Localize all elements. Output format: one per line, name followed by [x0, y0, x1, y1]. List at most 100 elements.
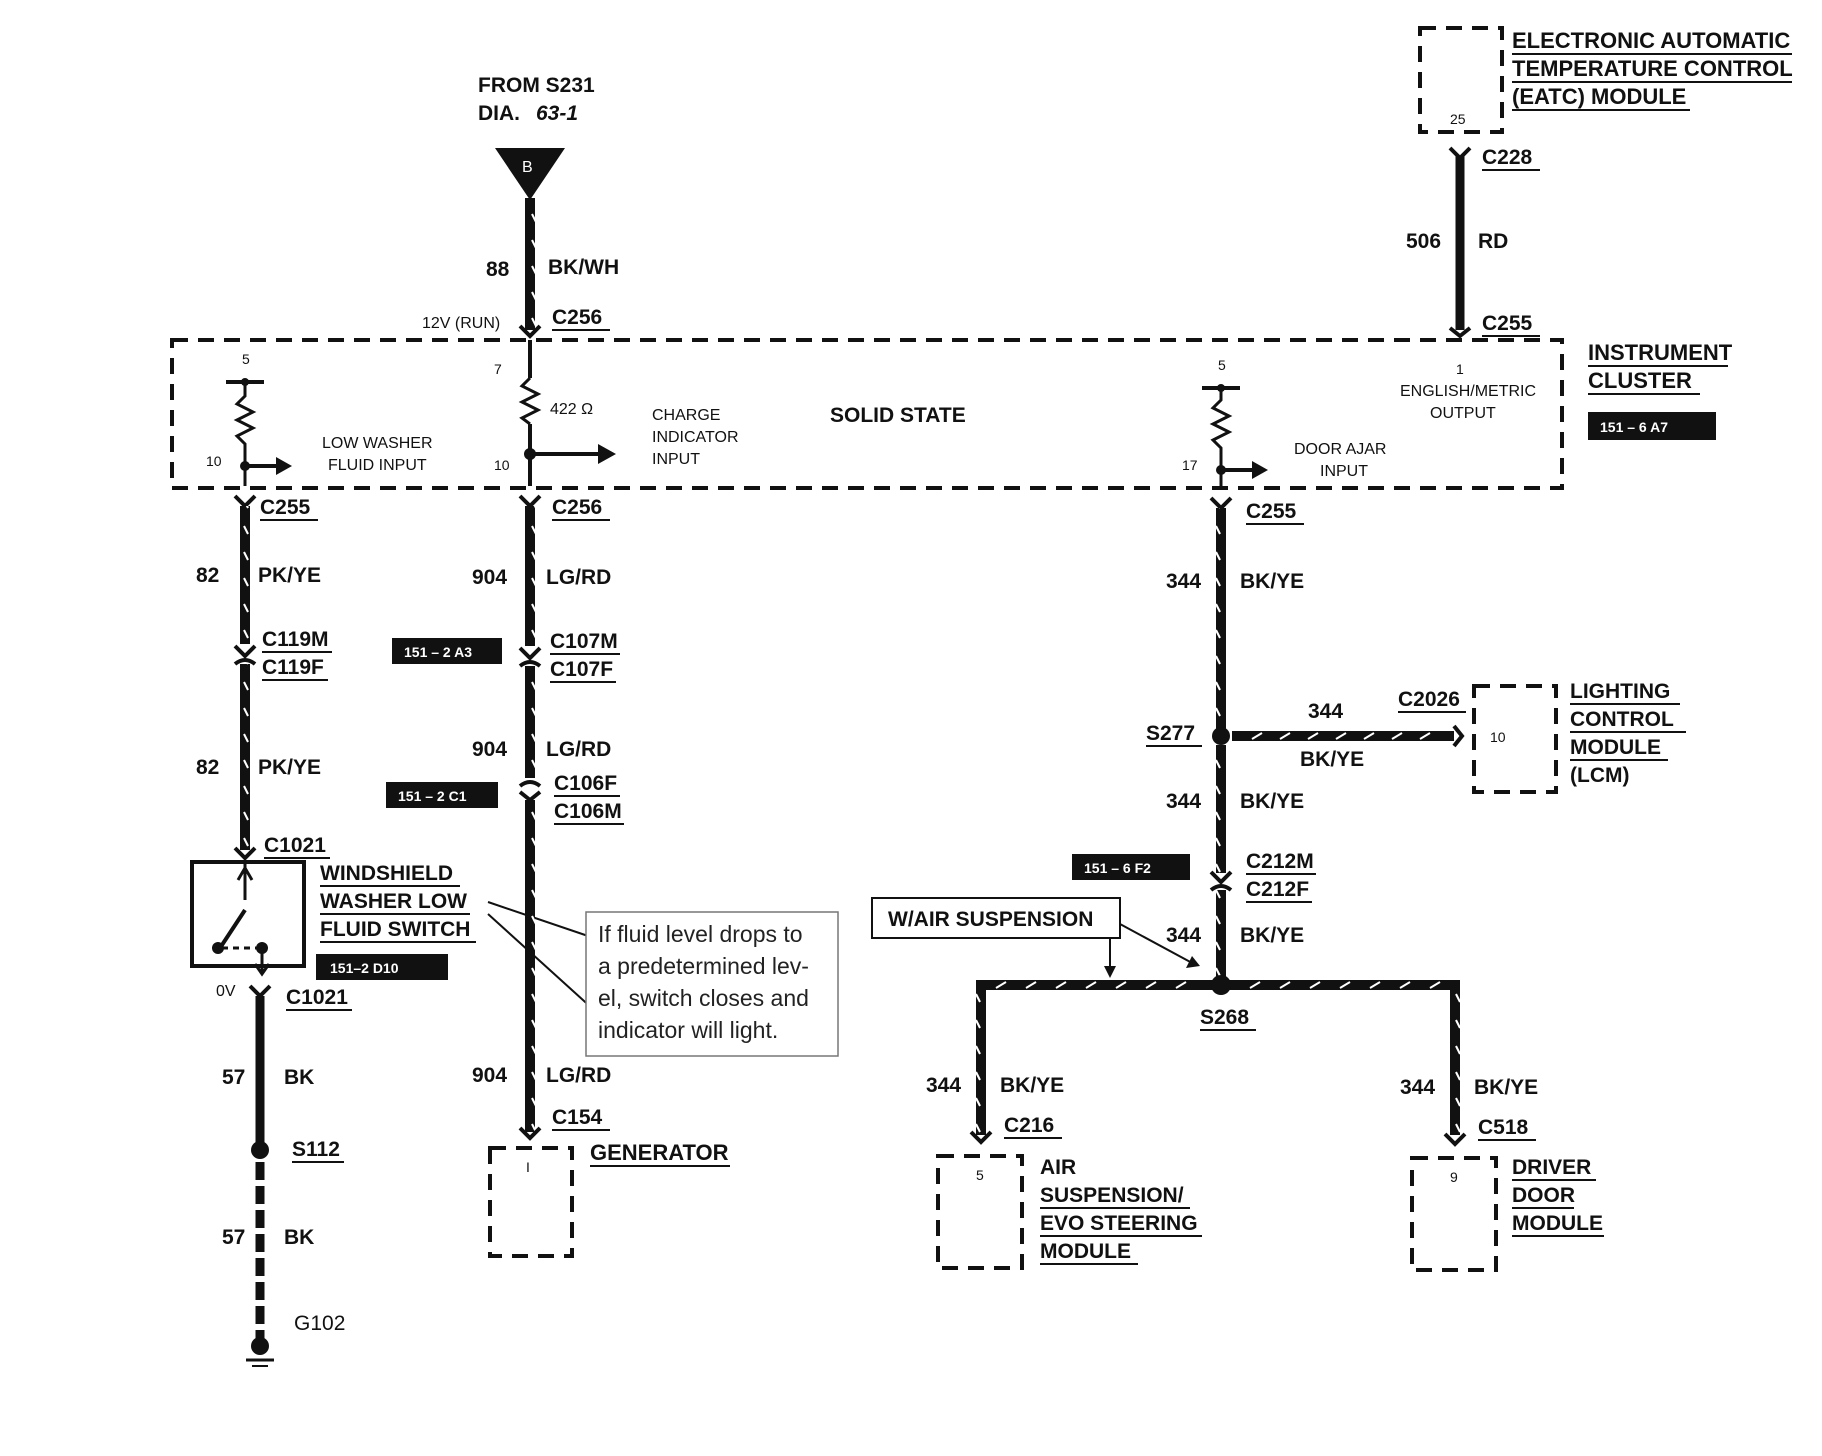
washer-resistor-symbol: [233, 382, 257, 486]
switch-title-2: WASHER LOW: [320, 890, 467, 913]
splice-s277: [1212, 727, 1230, 745]
eatc-module-box: [1418, 26, 1504, 134]
ddm-title-3: MODULE: [1512, 1212, 1603, 1235]
charge-pin-bottom: 10: [494, 457, 510, 473]
note-line-3: el, switch closes and: [598, 985, 809, 1011]
resistor-symbol: [518, 376, 542, 426]
resistor-value: 422 Ω: [550, 401, 593, 418]
solid-state-label: SOLID STATE: [830, 404, 966, 427]
door-wire-3: [1216, 890, 1226, 980]
source-title: FROM S231: [478, 74, 595, 97]
instrument-cluster-box: [170, 338, 1564, 490]
door-color-3: BK/YE: [1240, 924, 1304, 947]
lcm-pin: 10: [1490, 729, 1506, 745]
cluster-ref: 151 – 6 A7: [1600, 419, 1668, 435]
washer-inline-m: C119M: [262, 628, 329, 651]
door-color-2: BK/YE: [1240, 790, 1304, 813]
switch-title-3: FLUID SWITCH: [320, 918, 470, 941]
eatc-color: RD: [1478, 230, 1508, 253]
eatc-title-3: (EATC) MODULE: [1512, 84, 1686, 109]
ground-symbol: [251, 1337, 269, 1355]
charge-wire-1: [525, 506, 535, 646]
feed-circuit: 88: [486, 258, 510, 281]
lcm-title-3: MODULE: [1570, 736, 1661, 759]
charge-pin-top: 7: [494, 361, 502, 377]
ddm-title-2: DOOR: [1512, 1184, 1575, 1207]
charge-label-2: INDICATOR: [652, 429, 739, 446]
washer-label-1: LOW WASHER: [322, 435, 433, 452]
lcm-connector: C2026: [1398, 688, 1460, 711]
door-connector-c255: C255: [1246, 500, 1297, 523]
note-line-1: If fluid level drops to: [598, 921, 803, 947]
charge-circuit-2: 904: [472, 738, 507, 761]
charge-circuit-3: 904: [472, 1064, 507, 1087]
note-box: [585, 911, 839, 1057]
voltage-label: 12V (RUN): [422, 315, 500, 332]
washer-wire-2: [240, 664, 250, 850]
door-label-1: DOOR AJAR: [1294, 441, 1386, 458]
cluster-title: INSTRUMENT: [1588, 340, 1733, 365]
door-circuit-2: 344: [1166, 790, 1201, 813]
air-color: BK/YE: [1000, 1074, 1064, 1097]
switch-arm: [218, 908, 247, 950]
air-pin: 5: [976, 1167, 984, 1183]
lcm-title-4: (LCM): [1570, 764, 1629, 787]
lcm-circuit: 344: [1308, 700, 1343, 723]
cluster-ref-box: [1588, 412, 1716, 440]
source-dia: DIA.: [478, 102, 520, 125]
switch-connector-top: C1021: [264, 834, 326, 857]
splice-s112: [251, 1141, 269, 1159]
ground-circuit-2: 57: [222, 1226, 245, 1249]
eatc-cluster-connector: C255: [1482, 312, 1533, 335]
feed-wire: [525, 198, 535, 330]
source-letter: B: [522, 159, 533, 176]
switch-ref-box: [316, 954, 448, 980]
charge-color-2: LG/RD: [546, 738, 611, 761]
washer-color-2: PK/YE: [258, 756, 321, 779]
charge-color-1: LG/RD: [546, 566, 611, 589]
generator-label: GENERATOR: [590, 1140, 729, 1165]
washer-label-2: FLUID INPUT: [328, 457, 427, 474]
english-metric-pin: 1: [1456, 361, 1464, 377]
charge-inline2-f: C106F: [554, 772, 617, 795]
ddm-connector: C518: [1478, 1116, 1529, 1139]
cluster-title-2: CLUSTER: [1588, 368, 1692, 393]
splice-s277-label: S277: [1146, 722, 1195, 745]
switch-title-1: WINDSHIELD: [320, 862, 453, 885]
english-metric-label-2: OUTPUT: [1430, 405, 1496, 422]
ddm-pin: 9: [1450, 1169, 1458, 1185]
charge-circuit-1: 904: [472, 566, 507, 589]
option-box: [871, 897, 1121, 939]
note-line-4: indicator will light.: [598, 1017, 778, 1043]
lcm-color: BK/YE: [1300, 748, 1364, 771]
lcm-module-box: [1472, 684, 1558, 794]
door-color-1: BK/YE: [1240, 570, 1304, 593]
charge-inline1-f: C107F: [550, 658, 613, 681]
splice-s268-label: S268: [1200, 1006, 1249, 1029]
switch-ref: 151–2 D10: [330, 960, 399, 976]
charge-wire-2: [525, 666, 535, 778]
eatc-title-1: ELECTRONIC AUTOMATIC: [1512, 28, 1790, 53]
charge-label-3: INPUT: [652, 451, 700, 468]
door-pin-bottom: 17: [1182, 457, 1198, 473]
charge-label-1: CHARGE: [652, 407, 720, 424]
english-metric-label-1: ENGLISH/METRIC: [1400, 383, 1536, 400]
charge-inline1-ref-box: [392, 638, 502, 664]
ground-circuit-1: 57: [222, 1066, 245, 1089]
door-label-2: INPUT: [1320, 463, 1368, 480]
charge-inline1-m: C107M: [550, 630, 618, 653]
top-connector-c256: C256: [552, 306, 602, 329]
air-connector: C216: [1004, 1114, 1054, 1137]
door-circuit-1: 344: [1166, 570, 1201, 593]
door-wire-1: [1216, 508, 1226, 730]
air-title-2: SUSPENSION/: [1040, 1184, 1184, 1207]
ground-label: G102: [294, 1312, 345, 1335]
washer-circuit-2: 82: [196, 756, 219, 779]
charge-inline1-ref: 151 – 2 A3: [404, 644, 472, 660]
air-title-3: EVO STEERING: [1040, 1212, 1198, 1235]
generator-pin: I: [526, 1159, 530, 1175]
door-inline-f: C212F: [1246, 878, 1309, 901]
source-dia-ref: 63-1: [536, 102, 578, 125]
air-wire: [976, 985, 986, 1135]
ddm-color: BK/YE: [1474, 1076, 1538, 1099]
